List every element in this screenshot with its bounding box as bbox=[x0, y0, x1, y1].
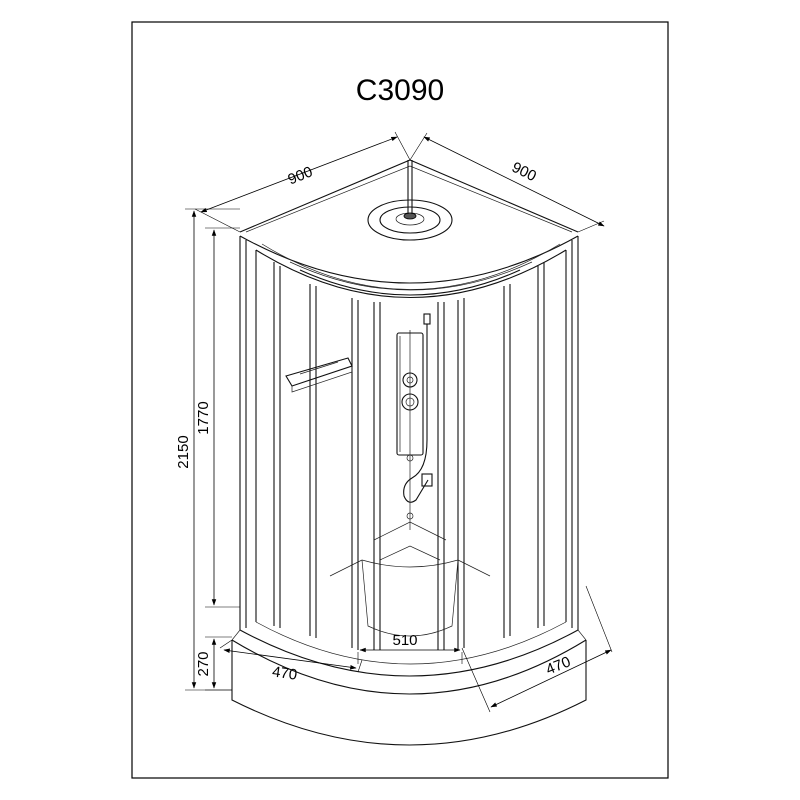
dim-label-2150: 2150 bbox=[175, 435, 192, 468]
dim-label-470-right: 470 bbox=[544, 653, 574, 678]
dimension-470-left: 470 bbox=[219, 639, 363, 684]
dim-label-510: 510 bbox=[392, 632, 417, 649]
mixer-knob-icon bbox=[402, 372, 418, 388]
shower-cabin bbox=[231, 159, 587, 746]
control-panel bbox=[396, 313, 433, 520]
dimension-1770: 1770 bbox=[195, 227, 240, 608]
frame-posts bbox=[239, 236, 579, 630]
dim-label-270: 270 bbox=[195, 651, 212, 676]
dim-label-1770: 1770 bbox=[195, 401, 212, 434]
dimension-2150: 2150 bbox=[175, 208, 240, 691]
hand-shower-icon bbox=[421, 473, 433, 487]
model-title: C3090 bbox=[356, 74, 444, 107]
drawing-frame bbox=[131, 21, 669, 779]
dim-label-470-left: 470 bbox=[271, 663, 298, 683]
shower-tray bbox=[231, 559, 587, 746]
dimension-510: 510 bbox=[357, 632, 463, 664]
hand-shower-holder-icon bbox=[423, 313, 431, 325]
dimension-470-right: 470 bbox=[461, 585, 613, 713]
dimension-900-left: 900 bbox=[194, 131, 411, 233]
corner-shelf-icon bbox=[285, 357, 353, 393]
rear-panels bbox=[373, 330, 447, 561]
dimension-270: 270 bbox=[195, 636, 232, 691]
dim-label-900-left: 900 bbox=[286, 163, 316, 188]
diverter-knob-icon bbox=[401, 393, 419, 411]
glass-doors bbox=[273, 262, 545, 650]
rain-shower-icon bbox=[367, 199, 453, 241]
